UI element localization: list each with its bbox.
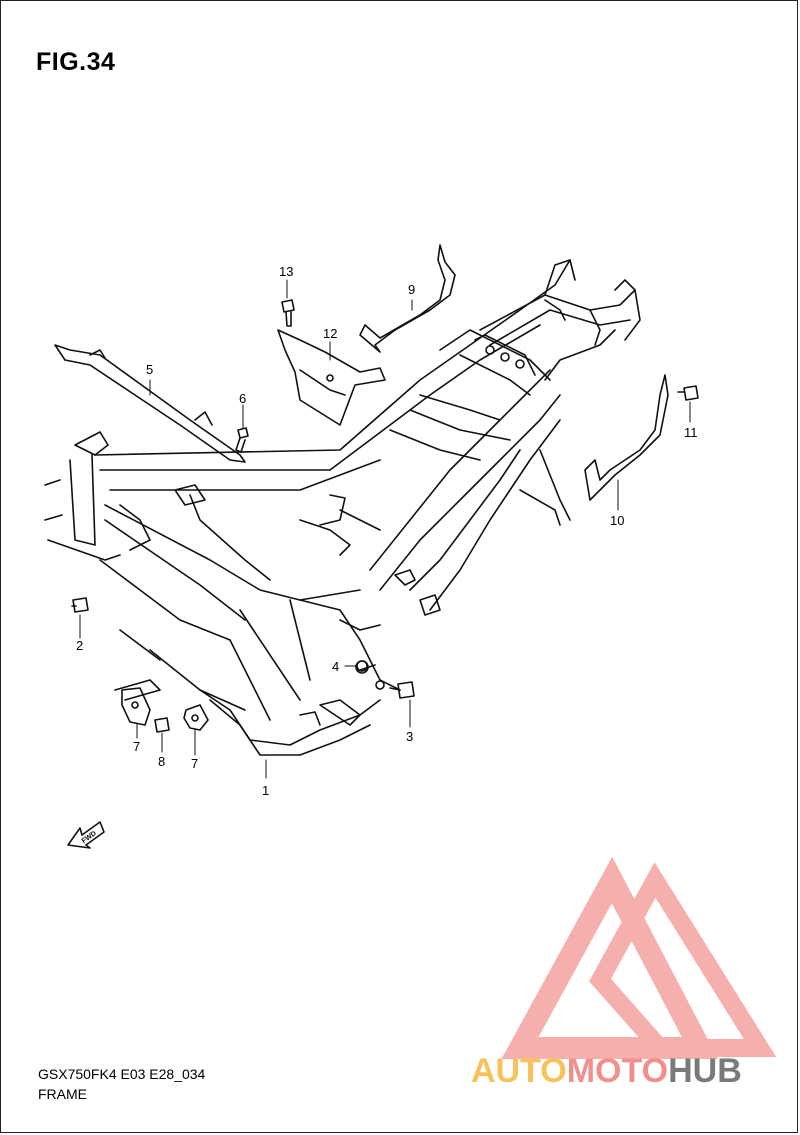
callout-7-right: 7 (191, 756, 198, 771)
part-5-bracket-bar (54, 344, 246, 463)
watermark-text: AUTOMOTOHUB (471, 1052, 742, 1091)
fwd-arrow-icon (67, 821, 105, 849)
callout-2: 2 (76, 638, 83, 653)
watermark-logo (501, 856, 777, 1059)
callout-11: 11 (684, 425, 698, 440)
model-code: GSX750FK4 E03 E28_034 (38, 1066, 206, 1082)
callout-12: 12 (323, 326, 337, 341)
callout-4: 4 (332, 659, 339, 674)
part-11-bolt (677, 385, 699, 401)
callout-9: 9 (408, 282, 415, 297)
part-2-bolt (71, 597, 89, 613)
callout-8: 8 (158, 754, 165, 769)
part-7-plate-right (183, 704, 209, 731)
part-12-bracket (277, 329, 386, 426)
callout-6: 6 (239, 391, 246, 406)
watermark-part-moto: MOTO (566, 1052, 669, 1090)
section-title: FRAME (38, 1086, 87, 1102)
callout-3: 3 (406, 729, 413, 744)
part-9-bracket (359, 244, 456, 353)
callout-10: 10 (610, 513, 624, 528)
part-4-nut (355, 660, 369, 674)
callout-5: 5 (146, 362, 153, 377)
watermark-part-hub: HUB (668, 1052, 742, 1090)
part-7-plate-left (114, 679, 161, 726)
part-10-bracket (584, 374, 669, 501)
part-6-bolt (235, 427, 249, 453)
callout-1: 1 (262, 783, 269, 798)
callout-13: 13 (279, 264, 293, 279)
figure-label: FIG.34 (36, 48, 116, 76)
part-13-bolt (281, 299, 295, 327)
part-8-bolt (154, 717, 170, 733)
watermark-part-auto: AUTO (471, 1052, 567, 1090)
part-3-bolt (389, 681, 415, 699)
leader-lines (79, 279, 691, 779)
frame-main (44, 259, 641, 756)
callout-7-left: 7 (133, 739, 140, 754)
